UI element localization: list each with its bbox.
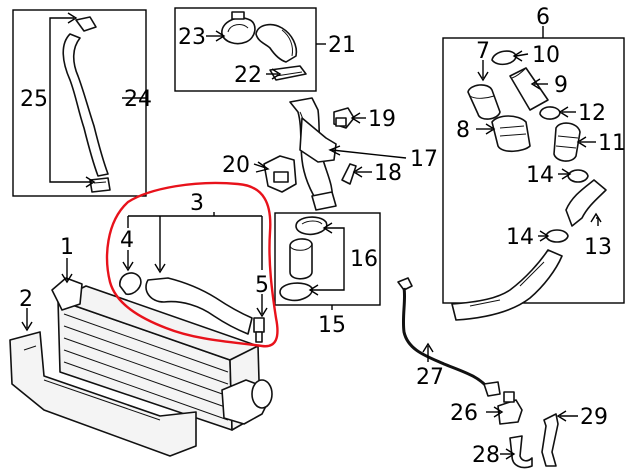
- callout-1: 1: [60, 235, 74, 260]
- callout-28: 28: [472, 443, 500, 468]
- callout-22: 22: [234, 63, 262, 88]
- callout-2: 2: [19, 287, 33, 312]
- callout-labels: 1 2 3 4 5 6 7 8 9 10 11 12 13 14 14 15 1…: [19, 5, 626, 468]
- callout-9: 9: [554, 73, 568, 98]
- callout-25: 25: [20, 87, 48, 112]
- air-deflector-2: [9, 331, 197, 457]
- group-box-21: [174, 7, 317, 92]
- callout-11: 11: [598, 131, 626, 156]
- group-box-15: [274, 212, 381, 306]
- intercooler-pipe-6: [451, 249, 563, 321]
- callout-8: 8: [456, 118, 470, 143]
- hose-8: [491, 115, 531, 153]
- callout-14-bottom: 14: [506, 225, 534, 250]
- callout-6: 6: [536, 5, 550, 30]
- hose-16: [289, 238, 313, 280]
- hose-11: [553, 122, 581, 162]
- valve-26: [497, 391, 523, 425]
- highlight-outline: [105, 181, 279, 348]
- callout-7: 7: [476, 39, 490, 64]
- leader-lines: [21, 12, 602, 460]
- group-box-24-25: [12, 9, 147, 197]
- callout-5: 5: [255, 273, 269, 298]
- bolt-18: [341, 163, 357, 185]
- air-pipe-17: [289, 97, 337, 211]
- hose-28: [509, 435, 533, 469]
- vacuum-hose-27: [397, 277, 501, 397]
- callout-24: 24: [124, 87, 152, 112]
- hose-21: [255, 23, 298, 63]
- clamp-14-bottom: [545, 229, 569, 243]
- clamp-23: [221, 11, 256, 45]
- clamp-16-top: [295, 216, 328, 236]
- hose-13: [565, 179, 607, 227]
- hose-9: [509, 67, 549, 111]
- clamp-14-top: [567, 169, 589, 183]
- intercooler-hose-3: [119, 272, 265, 343]
- callout-17: 17: [410, 147, 438, 172]
- sensor-20: [263, 155, 297, 193]
- callout-21: 21: [328, 33, 356, 58]
- callout-23: 23: [178, 25, 206, 50]
- callout-10: 10: [532, 43, 560, 68]
- callout-19: 19: [368, 107, 396, 132]
- clamp-16-bottom: [279, 282, 313, 302]
- clamp-22: [269, 65, 307, 81]
- clamp-12: [539, 106, 561, 120]
- hose-29: [541, 413, 559, 467]
- callout-26: 26: [450, 401, 478, 426]
- callout-14-top: 14: [526, 163, 554, 188]
- callout-27: 27: [416, 365, 444, 390]
- callout-16: 16: [350, 247, 378, 272]
- callout-3: 3: [190, 191, 204, 216]
- callout-18: 18: [374, 161, 402, 186]
- hose-7: [467, 84, 501, 120]
- callout-12: 12: [578, 101, 606, 126]
- callout-20: 20: [222, 153, 250, 178]
- callout-29: 29: [580, 405, 608, 430]
- callout-4: 4: [120, 228, 134, 253]
- group-box-6: [442, 37, 625, 304]
- sensor-19: [333, 107, 355, 129]
- callout-15: 15: [318, 313, 346, 338]
- intercooler-hose-24: [62, 16, 111, 193]
- intercooler-1: [51, 277, 273, 431]
- clamp-10: [491, 50, 517, 66]
- callout-13: 13: [584, 235, 612, 260]
